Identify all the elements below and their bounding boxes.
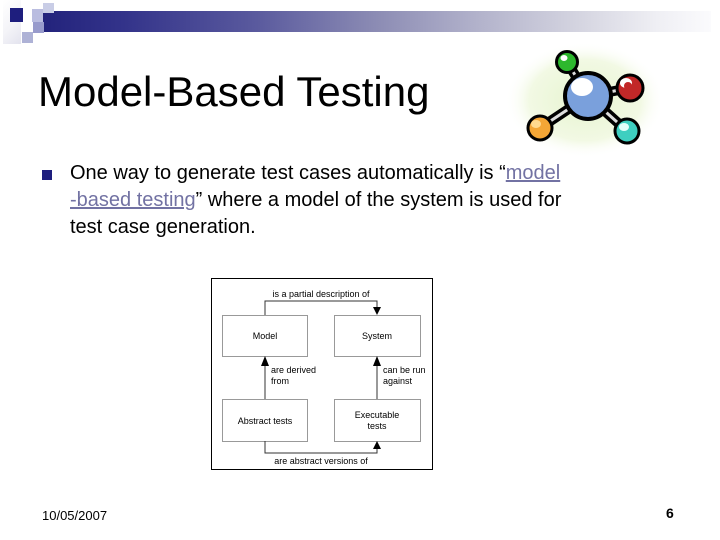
diagram-label-left-line1: are derived <box>271 365 316 375</box>
bullet-marker <box>42 170 52 180</box>
abstract-tests-box <box>222 399 308 442</box>
bullet-line-2: -based testing” where a model of the sys… <box>70 187 675 214</box>
abstract-tests-box-label: Abstract tests <box>238 416 293 426</box>
executable-tests-box <box>334 399 421 442</box>
decorative-square-light1 <box>32 9 43 22</box>
diagram-label-right-line1: can be run <box>383 365 426 375</box>
system-box-label: System <box>362 331 392 341</box>
model-based-testing-link-part2[interactable]: -based testing <box>70 189 196 211</box>
slide-title: Model-Based Testing <box>38 68 430 115</box>
bullet-line3-text: test case generation. <box>70 216 256 238</box>
title-gradient-bar <box>43 11 711 32</box>
bullet-line-1: One way to generate test cases automatic… <box>70 160 675 187</box>
decorative-square-dark <box>10 8 23 22</box>
bullet-line-3: test case generation. <box>70 214 675 241</box>
system-box <box>334 315 421 357</box>
diagram-label-right-line2: against <box>383 376 413 386</box>
bullet-text-block: One way to generate test cases automatic… <box>70 160 675 241</box>
slide-page-number: 6 <box>666 505 674 521</box>
decorative-square-light2 <box>22 32 33 43</box>
executable-tests-box-label-line1: Executable <box>355 410 400 420</box>
decorative-square-medium <box>33 22 44 33</box>
molecule-image <box>505 42 660 158</box>
diagram-connectors <box>264 300 378 454</box>
decorative-strip <box>3 0 21 44</box>
model-box <box>222 315 308 357</box>
diagram-label-bottom: are abstract versions of <box>274 456 368 466</box>
decorative-square-light3 <box>43 3 54 13</box>
bullet-line2-text: ” where a model of the system is used fo… <box>195 189 562 211</box>
diagram-label-left-line2: from <box>271 376 289 386</box>
diagram-arrowheads <box>261 307 381 449</box>
model-based-testing-diagram: is a partial description of Model System… <box>211 278 433 470</box>
executable-tests-box-label-line2: tests <box>367 421 387 431</box>
bullet-line1-text: One way to generate test cases automatic… <box>70 162 506 184</box>
diagram-label-top: is a partial description of <box>272 289 370 299</box>
molecule-atoms <box>526 50 645 145</box>
model-box-label: Model <box>253 331 278 341</box>
slide-date: 10/05/2007 <box>42 508 108 523</box>
model-based-testing-link-part1[interactable]: model <box>505 162 561 184</box>
